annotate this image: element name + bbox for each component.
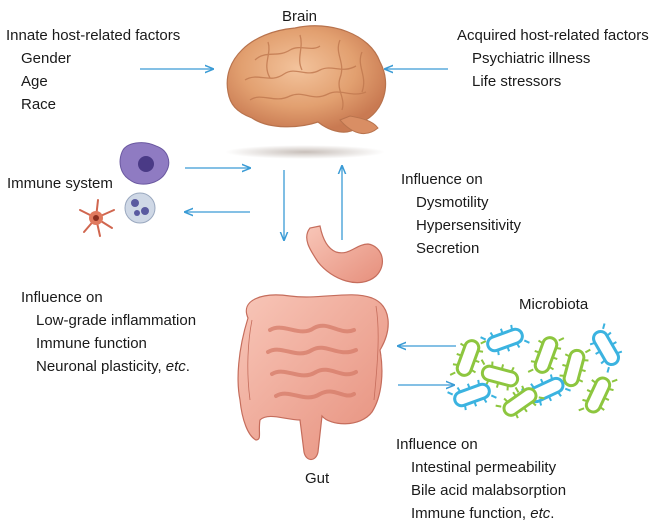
microbiota-influence-last-text: Immune function, — [411, 505, 531, 522]
brain-illustration — [225, 25, 387, 159]
acquired-factors-block: Acquired host-related factors Psychiatri… — [457, 24, 649, 93]
immune-influence-item: Immune function — [36, 335, 147, 352]
etc-text: etc — [530, 505, 551, 522]
brain-influence-item: Dysmotility — [416, 194, 489, 211]
immune-influence-item-last: Neuronal plasticity, etc. — [21, 355, 196, 378]
brain-influence-block: Influence on Dysmotility Hypersensitivit… — [401, 168, 521, 260]
innate-factors-block: Innate host-related factors Gender Age R… — [6, 24, 180, 116]
microbiota-influence-title: Influence on — [396, 436, 478, 453]
gut-label: Gut — [305, 470, 330, 487]
etc-text: etc — [165, 358, 186, 375]
innate-factor-item: Gender — [21, 50, 72, 67]
gut-illustration — [237, 225, 389, 461]
immune-influence-title: Influence on — [21, 289, 103, 306]
bacterium-blue — [589, 323, 623, 373]
bacterium-blue — [447, 379, 497, 411]
acquired-factor-item: Psychiatric illness — [472, 50, 591, 67]
period-text: . — [185, 358, 190, 375]
microbiota-influence-item-last: Immune function, etc. — [396, 502, 566, 525]
acquired-factors-title: Acquired host-related factors — [457, 27, 649, 44]
immune-influence-block: Influence on Low-grade inflammation Immu… — [21, 286, 196, 378]
innate-factors-title: Innate host-related factors — [6, 27, 181, 44]
microbiota-illustration — [447, 323, 623, 419]
acquired-factor-item: Life stressors — [472, 73, 562, 90]
bacterium-green — [449, 339, 487, 377]
brain-influence-title: Influence on — [401, 171, 483, 188]
innate-factor-item: Age — [21, 73, 48, 90]
bacterium-green — [578, 376, 618, 414]
arrows — [140, 69, 456, 385]
brain-influence-item: Hypersensitivity — [416, 217, 522, 234]
microbiota-label: Microbiota — [519, 296, 589, 313]
microbiota-influence-item: Bile acid malabsorption — [411, 482, 567, 499]
immune-influence-last-text: Neuronal plasticity, — [36, 358, 166, 375]
microbiota-influence-block: Influence on Intestinal permeability Bil… — [396, 433, 566, 525]
immune-influence-item: Low-grade inflammation — [36, 312, 197, 329]
brain-influence-item: Secretion — [416, 240, 480, 257]
bacterium-green — [527, 336, 565, 374]
bacterium-green — [480, 359, 520, 393]
immune-system-label: Immune system — [7, 175, 113, 192]
innate-factor-item: Race — [21, 96, 57, 113]
period-text: . — [550, 505, 555, 522]
brain-label: Brain — [282, 8, 318, 25]
immune-cells-illustration — [79, 142, 170, 237]
bacterium-blue — [480, 324, 530, 356]
bacterium-green — [495, 385, 545, 419]
microbiota-influence-item: Intestinal permeability — [411, 459, 557, 476]
